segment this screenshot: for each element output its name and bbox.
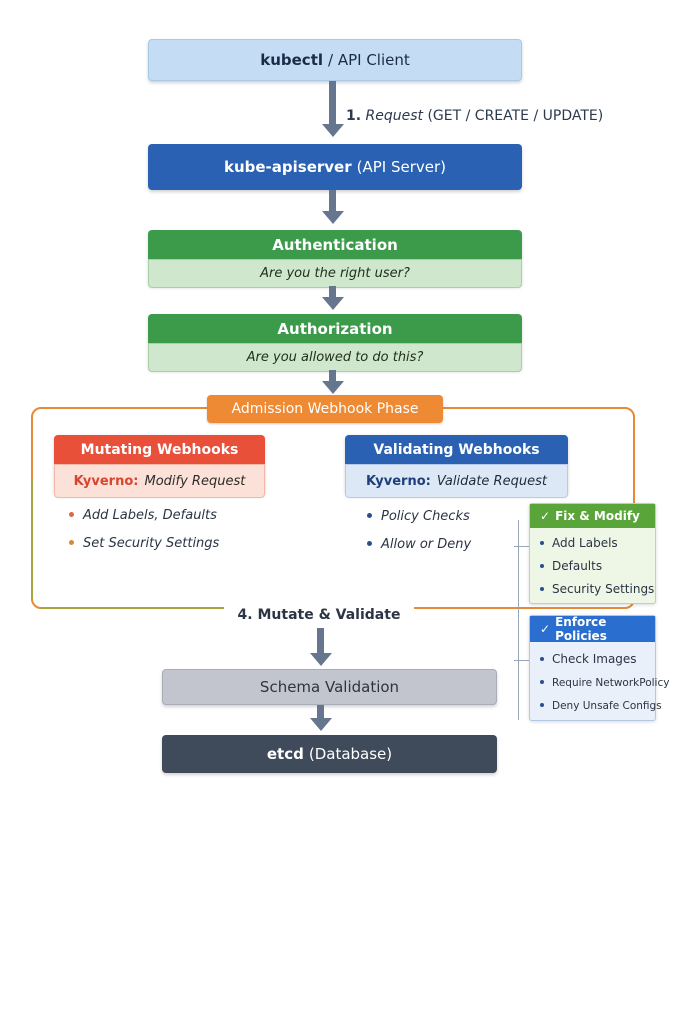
list-item: Require NetworkPolicy — [540, 677, 669, 689]
fix-modify-header: ✓ Fix & Modify — [530, 504, 655, 528]
checkmark-icon: ✓ — [540, 622, 551, 636]
list-item: Add Labels, Defaults — [69, 508, 217, 523]
side-connector — [518, 520, 519, 720]
enforce-policies-panel: ✓ Enforce Policies Check Images Require … — [529, 615, 669, 721]
arrow-down-icon — [310, 653, 332, 666]
list-item: Allow or Deny — [367, 537, 471, 552]
fix-item-2: Defaults — [552, 559, 603, 573]
validating-item-2: Allow or Deny — [381, 537, 472, 552]
validating-brand: Kyverno: — [366, 473, 431, 489]
fix-item-1: Add Labels — [552, 536, 618, 550]
fix-modify-title: Fix & Modify — [555, 509, 640, 523]
step-1-request: Request — [365, 108, 424, 124]
list-item: Deny Unsafe Configs — [540, 700, 662, 712]
list-item: Check Images — [540, 652, 637, 666]
bullet-icon — [540, 656, 544, 661]
list-item: Policy Checks — [367, 509, 470, 524]
arrow-down-icon — [317, 705, 324, 719]
arrow-down-icon — [322, 211, 344, 224]
mutating-brand: Kyverno: — [73, 473, 139, 489]
validating-webhooks-card: Validating Webhooks Kyverno: Validate Re… — [345, 435, 568, 498]
mutating-list: Add Labels, Defaults Set Security Settin… — [69, 508, 269, 558]
side-connector — [514, 546, 529, 547]
step-1-number: 1. — [346, 108, 362, 124]
bullet-icon — [540, 563, 544, 568]
enforce-item-2: Require NetworkPolicy — [552, 677, 670, 689]
bullet-icon — [69, 512, 74, 517]
authentication-block: Authentication Are you the right user? — [148, 230, 522, 288]
arrow-down-icon — [310, 718, 332, 731]
arrow-down-icon — [329, 286, 336, 298]
admission-frame-bottom-tint — [40, 607, 225, 609]
enforce-policies-header: ✓ Enforce Policies — [530, 615, 655, 643]
admission-frame-left-tint — [31, 480, 33, 600]
etcd-box: etcd (Database) — [162, 735, 497, 773]
mutating-sub: Kyverno: Modify Request — [54, 464, 265, 498]
mutating-action: Modify Request — [144, 473, 246, 489]
arrow-down-icon — [329, 81, 336, 125]
mutating-item-2: Set Security Settings — [83, 536, 220, 551]
authorization-title: Authorization — [148, 314, 522, 343]
client-name: kubectl — [260, 51, 324, 69]
enforce-item-1: Check Images — [552, 652, 637, 666]
bullet-icon — [367, 513, 372, 518]
enforce-item-3: Deny Unsafe Configs — [552, 700, 662, 712]
etcd-name: etcd — [266, 745, 304, 763]
mutating-webhooks-card: Mutating Webhooks Kyverno: Modify Reques… — [54, 435, 265, 498]
validating-sub: Kyverno: Validate Request — [345, 464, 568, 498]
authorization-question: Are you allowed to do this? — [148, 343, 522, 372]
validating-title: Validating Webhooks — [345, 435, 568, 464]
bullet-icon — [367, 541, 372, 546]
bullet-icon — [540, 680, 544, 684]
fix-item-3: Security Settings — [552, 582, 655, 596]
validating-list: Policy Checks Allow or Deny — [367, 509, 527, 559]
list-item: Defaults — [540, 559, 602, 573]
step-1-label: 1. Request (GET / CREATE / UPDATE) — [346, 108, 603, 124]
checkmark-icon: ✓ — [540, 509, 551, 523]
client-rest: / API Client — [328, 51, 410, 69]
enforce-policies-title: Enforce Policies — [555, 615, 607, 643]
validating-action: Validate Request — [436, 473, 547, 489]
arrow-down-icon — [322, 124, 344, 137]
bullet-icon — [540, 540, 544, 545]
list-item: Security Settings — [540, 582, 654, 596]
bullet-icon — [540, 703, 544, 707]
step-1-detail: (GET / CREATE / UPDATE) — [427, 108, 604, 124]
list-item: Add Labels — [540, 536, 618, 550]
arrow-down-icon — [329, 370, 336, 382]
mutating-title: Mutating Webhooks — [54, 435, 265, 464]
authorization-block: Authorization Are you allowed to do this… — [148, 314, 522, 372]
apiserver-rest: (API Server) — [356, 158, 447, 176]
schema-validation-box: Schema Validation — [162, 669, 497, 705]
authentication-title: Authentication — [148, 230, 522, 259]
arrow-down-icon — [317, 628, 324, 654]
mutating-item-1: Add Labels, Defaults — [83, 508, 217, 523]
authentication-question: Are you the right user? — [148, 259, 522, 288]
bullet-icon — [69, 540, 74, 545]
fix-modify-panel: ✓ Fix & Modify Add Labels Defaults Secur… — [529, 503, 656, 604]
etcd-rest: (Database) — [308, 745, 393, 763]
apiserver-box: kube-apiserver (API Server) — [148, 144, 522, 190]
api-client-box: kubectl / API Client — [148, 39, 522, 81]
arrow-down-icon — [322, 381, 344, 394]
step-4-label: 4. Mutate & Validate — [224, 602, 414, 628]
arrow-down-icon — [329, 190, 336, 212]
arrow-down-icon — [322, 297, 344, 310]
validating-item-1: Policy Checks — [381, 509, 470, 524]
admission-phase-title: Admission Webhook Phase — [207, 395, 443, 423]
bullet-icon — [540, 586, 544, 591]
apiserver-name: kube-apiserver — [223, 158, 352, 176]
side-connector — [514, 660, 529, 661]
list-item: Set Security Settings — [69, 536, 219, 551]
